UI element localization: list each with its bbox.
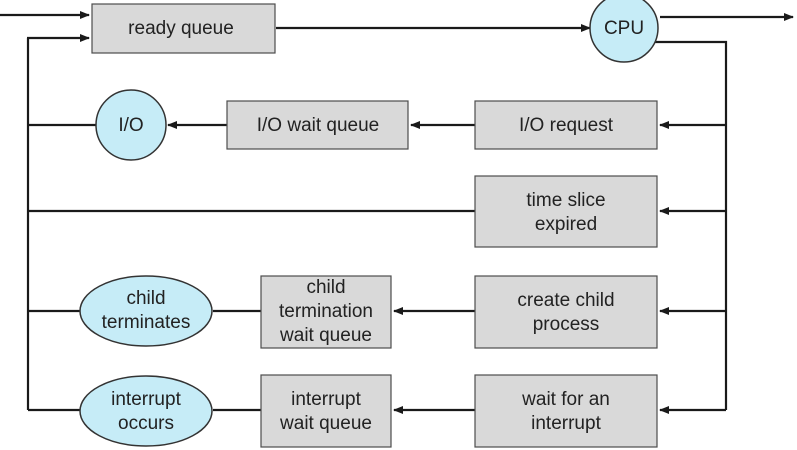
cpu-circle: CPU xyxy=(589,0,659,63)
create-child-process-box: create child process xyxy=(474,275,658,349)
time-slice-expired-line-2: expired xyxy=(535,214,597,235)
io-label: I/O xyxy=(118,115,143,136)
io-circle: I/O xyxy=(95,89,167,161)
interrupt-occurs-line-2: occurs xyxy=(118,413,174,434)
child-termination-wait-queue-line-2: termination xyxy=(279,301,373,322)
child-termination-wait-queue-line-3: wait queue xyxy=(279,325,372,346)
wait-for-interrupt-box: wait for an interrupt xyxy=(474,374,658,448)
time-slice-expired-line-1: time slice xyxy=(526,190,605,211)
interrupt-wait-queue-box: interrupt wait queue xyxy=(260,374,392,448)
io-wait-queue-box: I/O wait queue xyxy=(226,100,409,150)
cpu-to-right-bus xyxy=(653,40,728,410)
create-child-process-line-1: create child xyxy=(517,290,614,311)
cpu-label: CPU xyxy=(604,18,644,39)
ready-queue-label: ready queue xyxy=(128,18,234,39)
time-slice-expired-box: time slice expired xyxy=(474,175,658,248)
child-terminates-line-1: child xyxy=(126,288,165,309)
connectors xyxy=(0,11,794,414)
interrupt-wait-queue-line-1: interrupt xyxy=(291,389,361,410)
io-wait-queue-label: I/O wait queue xyxy=(257,115,380,136)
child-terminates-ellipse: child terminates xyxy=(79,275,213,347)
interrupt-wait-queue-line-2: wait queue xyxy=(279,413,372,434)
create-child-process-line-2: process xyxy=(533,314,600,335)
child-termination-wait-queue-box: child termination wait queue xyxy=(260,275,392,349)
wait-for-interrupt-line-1: wait for an xyxy=(521,389,610,410)
interrupt-occurs-ellipse: interrupt occurs xyxy=(79,375,213,447)
io-request-label: I/O request xyxy=(519,115,614,136)
ready-queue-box: ready queue xyxy=(91,3,276,54)
child-terminates-line-2: terminates xyxy=(102,312,191,333)
io-request-box: I/O request xyxy=(474,100,658,150)
interrupt-occurs-line-1: interrupt xyxy=(111,389,181,410)
wait-for-interrupt-line-2: interrupt xyxy=(531,413,601,434)
child-termination-wait-queue-line-1: child xyxy=(306,277,345,298)
